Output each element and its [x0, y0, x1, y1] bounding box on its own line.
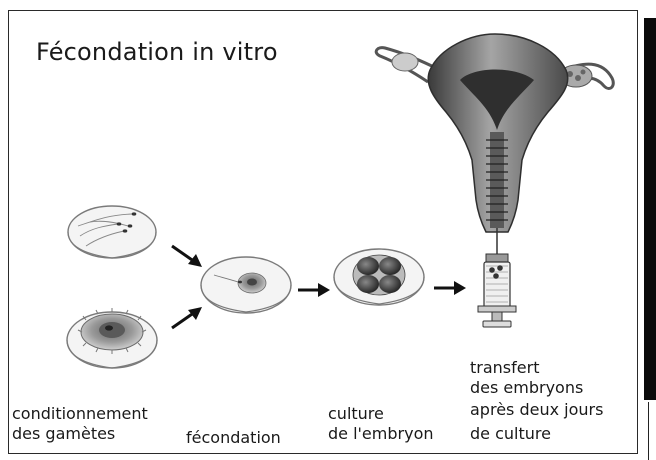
label-culture-line1: culture	[328, 404, 384, 424]
sperm-dish-icon	[68, 206, 156, 258]
fertilization-dish-icon	[201, 257, 291, 313]
syringe-icon	[478, 228, 516, 327]
label-conditioning-line2: des gamètes	[12, 424, 115, 444]
label-transfer-line3: après deux jours	[470, 400, 603, 420]
label-fertilization: fécondation	[186, 428, 281, 448]
arrow-icon	[172, 246, 202, 267]
egg-dish-icon	[67, 308, 157, 368]
label-transfer-line1: transfert	[470, 358, 539, 378]
embryo-dish-icon	[334, 249, 424, 305]
label-transfer-line2: des embryons	[470, 378, 583, 398]
label-transfer-line4: de culture	[470, 424, 551, 444]
arrow-icon	[298, 283, 330, 297]
arrow-icon	[434, 281, 466, 295]
uterus-icon	[376, 34, 613, 232]
arrow-icon	[172, 307, 202, 328]
label-culture-line2: de l'embryon	[328, 424, 434, 444]
label-conditioning-line1: conditionnement	[12, 404, 148, 424]
